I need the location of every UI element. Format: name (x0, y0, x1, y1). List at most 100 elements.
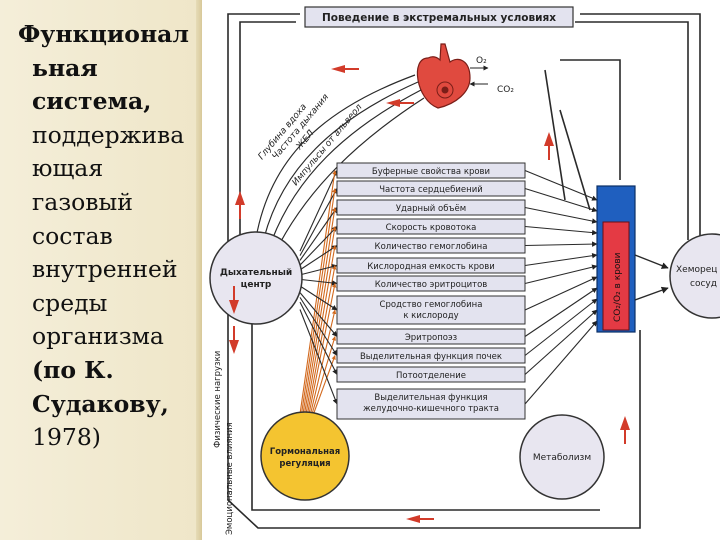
title-line: газовый (32, 187, 133, 216)
side-labels: Физические нагрузки Эмоциональные влияни… (213, 351, 235, 535)
metabolism-label: Метаболизм (533, 453, 591, 463)
connection-line (299, 188, 338, 256)
connection-line (299, 301, 338, 375)
hormonal-line (302, 207, 337, 415)
parameter-label: Выделительная функция (374, 393, 487, 403)
connection-line (524, 287, 598, 337)
respiratory-center-label: центр (241, 280, 272, 290)
parameter-box (336, 388, 526, 420)
parameter-label: Потоотделение (396, 371, 466, 381)
hormonal-regulation-node: Гормональная регуляция (260, 411, 350, 501)
parameter-box (336, 218, 526, 235)
hormonal-label: Гормональная (270, 447, 340, 457)
connection-line (299, 226, 338, 266)
co2-label: CO₂ (497, 85, 514, 95)
lung-connections (255, 74, 425, 244)
connection-line (524, 309, 598, 375)
respiratory-center-label: Дыхательный (220, 268, 292, 278)
hormonal-line (300, 188, 337, 415)
connection-line (524, 225, 598, 236)
title-line: Судакову, (32, 389, 169, 418)
connection-line (524, 298, 598, 356)
connection-line (524, 320, 598, 405)
connection-line (524, 187, 598, 213)
parameter-label: Частота сердцебиений (379, 185, 483, 195)
parameter-label: Выделительная функция почек (360, 352, 502, 362)
title-line: ьная (32, 53, 98, 82)
behavior-box: Поведение в экстремальных условиях (304, 6, 574, 28)
chemoreceptors-node: Хеморец сосуд (669, 233, 720, 319)
chemoreceptor-label: Хеморец (676, 265, 717, 275)
title-line: организма (32, 322, 164, 351)
parameter-label: Ударный объём (396, 204, 466, 214)
parameter-label: Количество эритроцитов (375, 280, 488, 290)
connection-line (524, 276, 598, 311)
connection-line (299, 292, 338, 337)
change-arrows (229, 65, 630, 523)
parameter-label: Сродство гемоглобина (380, 300, 483, 310)
parameter-box (336, 162, 526, 179)
title-panel (0, 0, 202, 540)
parameter-box (336, 328, 526, 345)
connection-line (299, 278, 338, 286)
connection-line (299, 297, 338, 356)
parameter-label: Количество гемоглобина (375, 242, 488, 252)
title-line: 1978) (32, 423, 101, 452)
title-line: поддержива (32, 120, 185, 149)
title-line: система, (32, 87, 152, 116)
hormonal-line (306, 265, 337, 415)
connection-line (299, 207, 338, 261)
connection-line (524, 264, 598, 285)
parameter-label: Буферные свойства крови (372, 167, 490, 177)
chemoreceptor-label: сосуд (690, 279, 717, 289)
blood-gas-block: CO₂/O₂ в крови (596, 185, 669, 333)
parameter-box (336, 199, 526, 216)
hormonal-line (311, 336, 336, 415)
parameter-label: Скорость кровотока (386, 223, 477, 233)
connection-line (524, 241, 598, 247)
functional-system-diagram: Поведение в экстремальных условиях O₂ CO… (202, 0, 720, 540)
title-line: Функционал (18, 20, 189, 48)
hormonal-line (309, 309, 337, 415)
connection-line (524, 169, 598, 201)
panel-edge (196, 0, 202, 540)
feedback-loops (227, 13, 701, 529)
title-line: ющая (32, 154, 104, 183)
connection-line (524, 252, 598, 267)
lungs-icon: O₂ CO₂ (416, 43, 514, 109)
connection-line (299, 285, 338, 311)
hormonal-line (303, 226, 337, 415)
parameter-box (336, 347, 526, 364)
parameter-box (336, 295, 526, 325)
parameter-label: Кислородная емкость крови (367, 262, 495, 272)
title-line: внутренней (32, 255, 178, 284)
parameter-box (336, 257, 526, 274)
title-line: среды (32, 288, 108, 317)
o2-label: O₂ (476, 56, 487, 66)
connection-line (299, 170, 338, 252)
parameter-box (336, 237, 526, 254)
connection-line (299, 264, 338, 276)
connection-line (299, 245, 338, 271)
title-line: (по К. (32, 355, 114, 384)
parameter-label: к кислороду (403, 311, 458, 321)
respiratory-center-node: Дыхательный центр (209, 231, 303, 325)
parameter-box (336, 180, 526, 197)
behavior-label: Поведение в экстремальных условиях (322, 12, 556, 24)
connection-line (524, 206, 598, 224)
hormonal-line (299, 170, 337, 415)
connection-line (299, 309, 338, 405)
title-line: состав (32, 221, 113, 250)
blood-gas-label: CO₂/O₂ в крови (613, 252, 623, 322)
side-label: Эмоциональные влияния (225, 422, 235, 535)
parameter-box (336, 366, 526, 383)
parameter-label: желудочно-кишечного тракта (363, 404, 499, 414)
metabolism-node: Метаболизм (519, 414, 605, 500)
parameter-box (336, 275, 526, 292)
side-label: Физические нагрузки (213, 351, 223, 448)
hormonal-label: регуляция (279, 459, 330, 469)
hormonal-line (312, 355, 336, 415)
slide-title: Функционал ьная система, поддержива ющая… (18, 18, 196, 455)
parameter-label: Эритропоэз (405, 333, 458, 343)
